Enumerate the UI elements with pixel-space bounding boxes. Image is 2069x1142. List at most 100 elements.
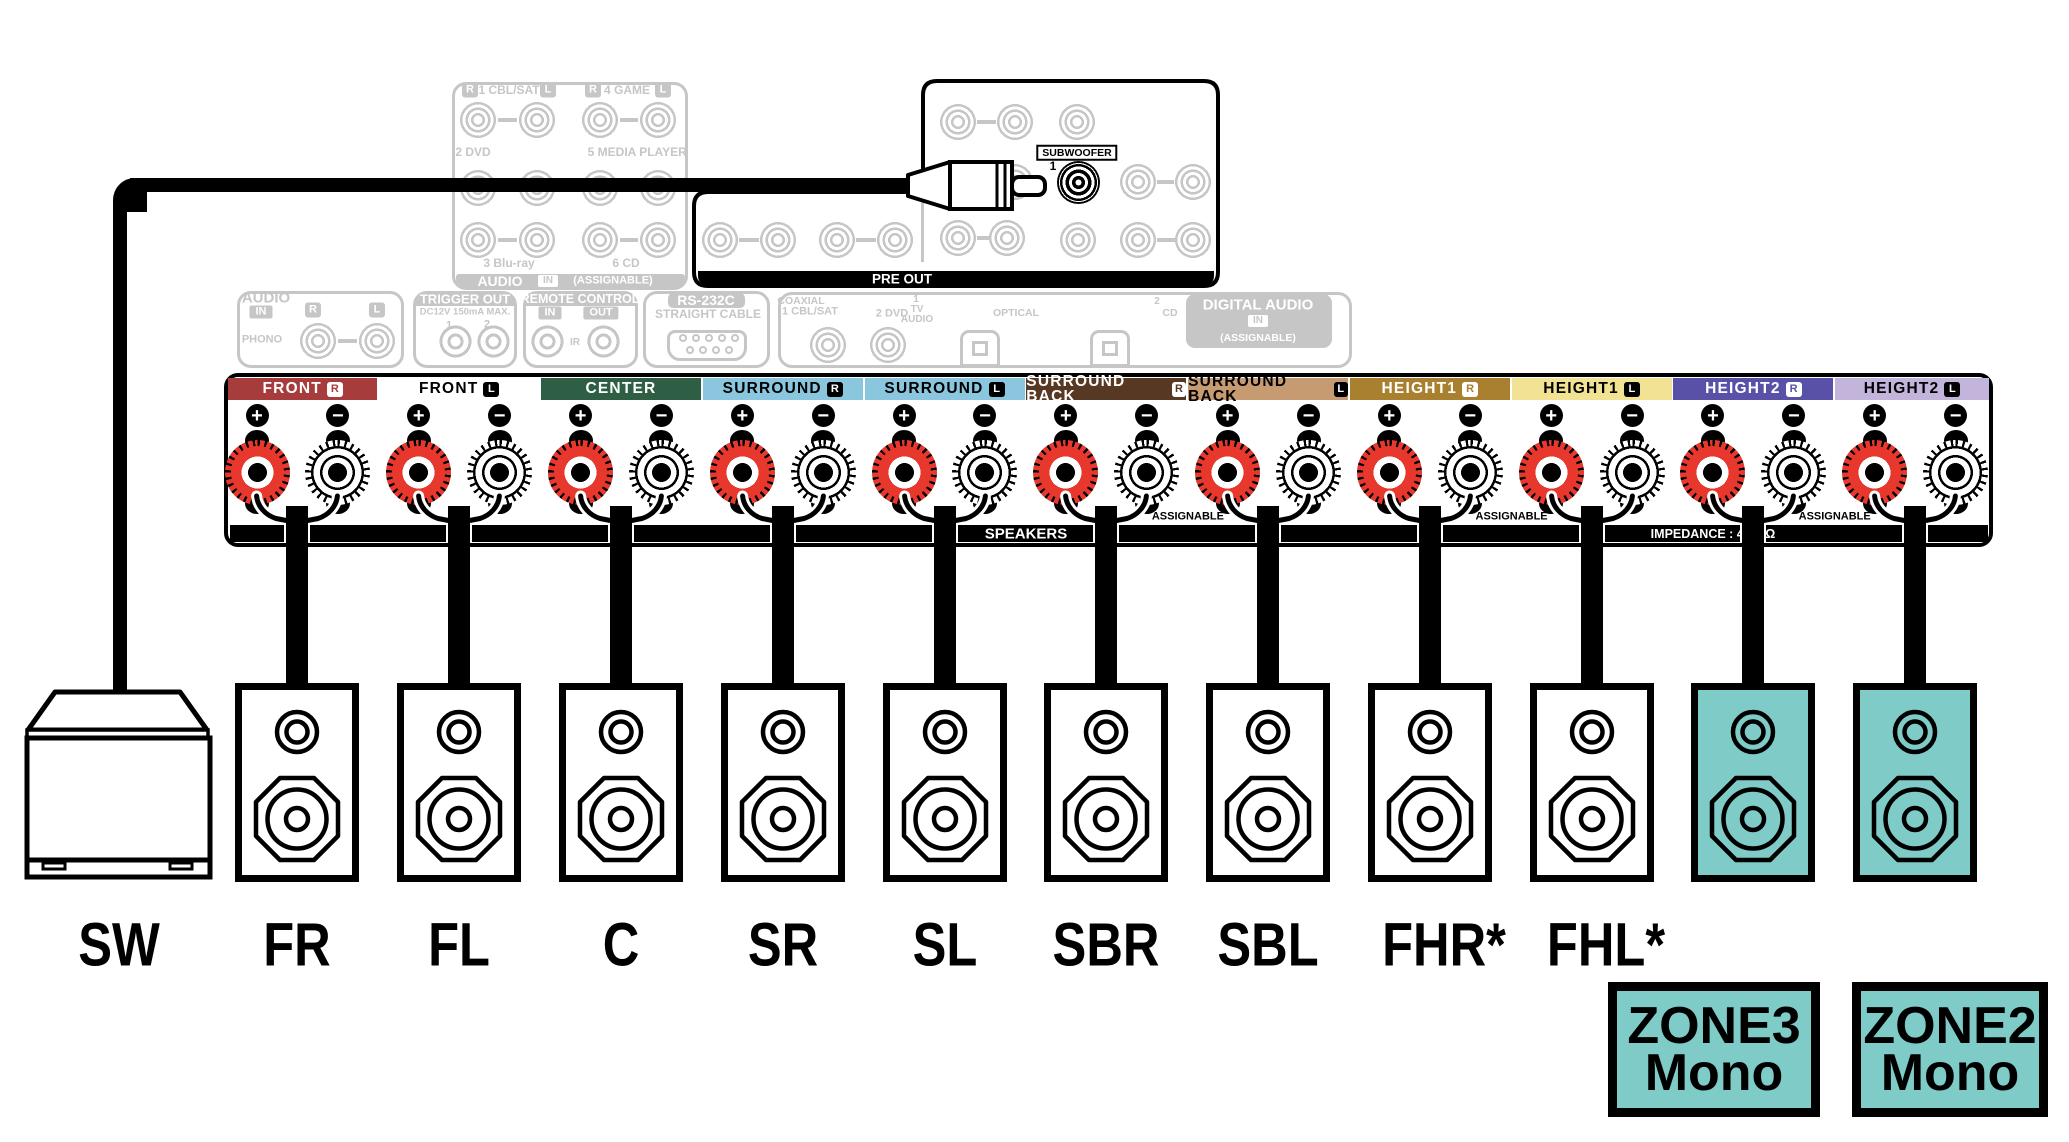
binding-post-inner [1605,446,1659,499]
faded-badge: IN [1248,315,1268,327]
binding-post-inner [796,446,850,499]
binding-post-inner [554,446,608,499]
rca-jack-icon [701,221,739,259]
speakers-bar-segment [1119,525,1256,542]
faded-label: IR [570,337,580,348]
speaker [1367,683,1492,882]
polarity-icon-minus: − [326,404,350,427]
rca-jack-icon [876,221,914,259]
polarity-icon-minus: − [973,404,997,427]
faded-badge: OUT [583,306,619,320]
terminal-wire [1222,490,1314,527]
rca-jack-icon [580,220,620,260]
rca-jack-icon [818,221,856,259]
rca-jack-icon [939,103,977,141]
binding-post-inner [1848,446,1902,499]
faded-badge: IN [538,306,562,320]
speakers-bar-segment [230,525,285,542]
db9-pin-icon [686,346,694,354]
subwoofer-label: SUBWOOFER [1036,144,1118,161]
speaker-cable [933,506,956,690]
binding-post-inner [958,446,1012,499]
zone-tag-line1: ZONE3 [1627,996,1801,1055]
binding-post-inner [311,446,365,499]
subwoofer-number: 1 [1049,159,1057,173]
preout-bar-label: PRE OUT [871,270,933,286]
terminal-side-badge: L [988,381,1005,397]
polarity-icon-plus: + [1377,404,1401,427]
speaker-name-fl: FL [428,910,491,979]
faded-label: (ASSIGNABLE) [573,274,653,287]
polarity-icon-plus: + [1054,404,1078,427]
polarity-icon-plus: + [245,404,269,427]
faded-label: AUDIO [900,314,934,325]
speaker-cable [286,506,309,690]
polarity-icon-plus: + [1216,404,1240,427]
binding-post-inner [392,446,446,499]
rca-jack-icon [988,219,1026,257]
polarity-icon-minus: − [1297,404,1320,427]
speaker-name-sr: SR [747,910,818,979]
subwoofer-jack-icon [1056,160,1100,204]
optical-jack-icon [960,330,1000,367]
db9-pin-icon [705,334,713,342]
jack-connector [498,118,517,122]
terminal-label-text: HEIGHT1 [1381,380,1458,398]
rca-jack-icon [458,100,498,140]
faded-label: 5 MEDIA [587,145,637,159]
terminal-side-badge: R [326,381,343,397]
faded-label: AUDIO [477,273,523,289]
rca-jack-icon [1119,163,1157,201]
speaker-cable [1742,506,1765,690]
db9-pin-icon [692,334,700,342]
faded-label: 2 [483,318,491,331]
binding-post-inner [877,446,931,499]
faded-badge: IN [538,275,558,287]
polarity-icon-plus: + [1701,404,1725,427]
rca-jack-icon [638,220,678,260]
polarity-icon-plus: + [1539,404,1563,427]
rca-jack-icon [939,219,977,257]
polarity-icon-minus: − [1944,404,1968,427]
channel-badge-r: R [305,302,321,318]
faded-label: 2 DVD [875,307,909,320]
polarity-icon-plus: + [1863,404,1887,427]
terminal-label-center: CENTER [540,378,701,400]
terminal-side-badge: L [1333,381,1349,397]
rca-jack-icon [357,321,397,361]
terminal-wire [1383,490,1476,527]
speakers-bar-segment [1928,525,1988,542]
binding-post-inner [1120,446,1174,499]
faded-label: TRIGGER OUT [419,291,511,307]
sw-cable-vertical [113,200,127,695]
db9-pin-icon [699,346,707,354]
polarity-icon-minus: − [1782,404,1806,427]
rca-jack-icon [996,103,1034,141]
faded-label: COAXIAL [777,294,825,307]
terminal-side-badge: R [1785,381,1802,397]
binding-post-inner [715,446,769,499]
polarity-icon-minus: − [811,404,835,427]
speaker-cable [609,506,632,690]
polarity-icon-plus: + [730,404,754,427]
rca-jack-icon [1119,221,1157,259]
faded-label: 2 DVD [455,145,491,159]
speakers-bar-label: SPEAKERS [984,525,1068,542]
binding-post-inner [1767,446,1821,499]
speaker-name-fr: FR [263,910,332,979]
optical-jack-icon [1090,330,1130,367]
rca-jack-icon [1059,221,1097,259]
binding-post-inner [1201,446,1255,499]
terminal-side-badge: L [1623,381,1640,397]
assignable-label: ASSIGNABLE [1475,510,1548,523]
channel-badge-r: R [462,82,478,98]
binding-post-inner [473,446,527,499]
remote-control-header [526,293,635,306]
terminal-label-text: SURROUND BACK [1026,372,1126,405]
speaker [1529,683,1654,882]
